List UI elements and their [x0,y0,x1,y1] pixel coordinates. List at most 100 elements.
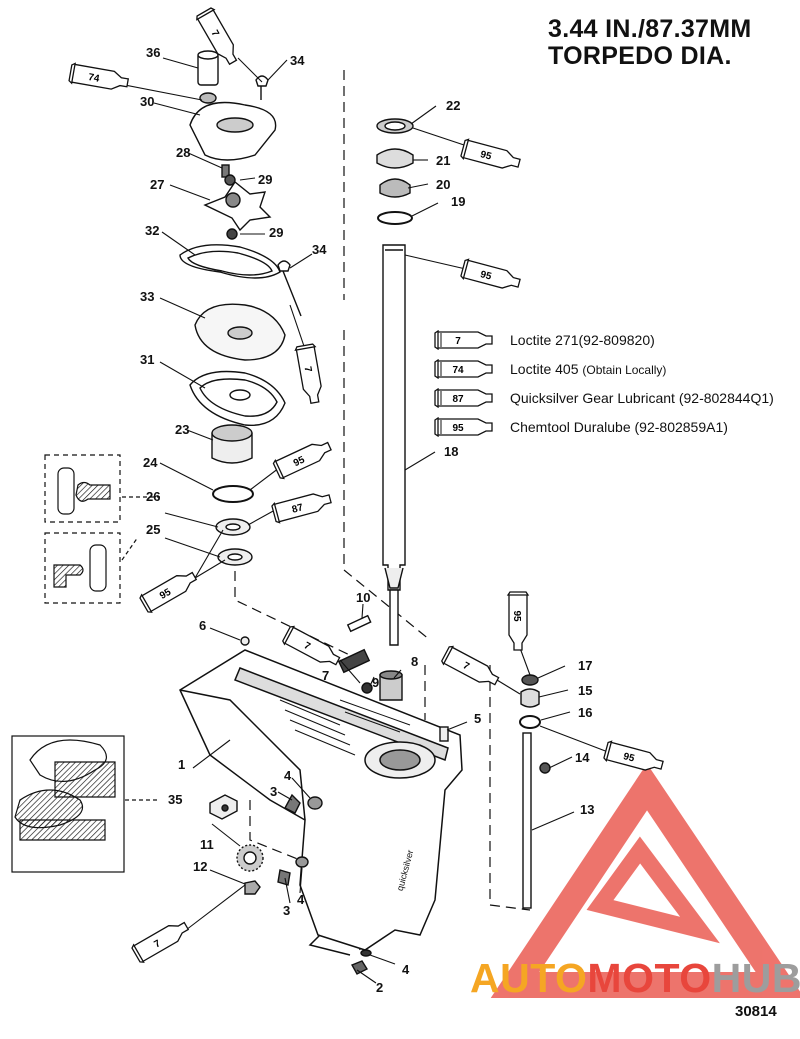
legend-code: 95 [452,423,464,434]
lubricant-tube-icon: 7 [282,625,341,666]
title-line-2: TORPEDO DIA. [548,42,732,70]
callout-29: 29 [269,225,284,240]
legend-text: Chemtool Duralube (92-802859A1) [510,418,728,435]
lubricant-tube-icon: 95 [603,740,664,771]
callout-36: 36 [146,45,161,60]
watermark-auto: AUTO [470,955,588,1001]
tube-leaders [124,57,609,931]
callout-3: 3 [283,903,291,918]
callout-29: 29 [258,172,273,187]
callout-4: 4 [402,962,410,977]
tube-code-label: 95 [622,751,636,765]
watermark-logo-triangle [490,763,800,998]
legend-item: 74 Loctite 405 (Obtain Locally) [434,354,666,383]
watermark-hub: HUB [711,955,800,1001]
legend-code: 74 [452,365,464,376]
callout-27: 27 [150,177,165,192]
tube-code-label: 95 [479,149,493,163]
callout-13: 13 [580,802,595,817]
lubricant-tube-icon: 87 [271,493,332,524]
callout-6: 6 [199,618,207,633]
inset-box-26 [44,454,160,523]
callout-18: 18 [444,444,459,459]
callout-15: 15 [578,683,593,698]
inset-box-25 [44,532,139,604]
shift-shaft-13 [522,732,532,909]
callout-28: 28 [176,145,191,160]
tube-icon: 87 [434,387,493,408]
lubricant-tube-icon: 95 [139,571,198,613]
driveshaft-assembly [240,118,449,742]
figure-number: 30814 [735,1003,777,1020]
legend-item: 87 Quicksilver Gear Lubricant (92-802844… [434,383,774,412]
callout-1: 1 [178,757,186,772]
tube-code-label: 95 [479,269,493,283]
tube-code-label: 7 [461,660,471,673]
tube-code-label: 7 [152,938,163,951]
callout-12: 12 [193,859,208,874]
callout-34: 34 [290,53,305,68]
callout-11: 11 [200,837,214,852]
callout-19: 19 [451,194,466,209]
callout-32: 32 [145,223,160,238]
callout-30: 30 [140,94,155,109]
lubricant-tube-icon: 7 [131,921,190,963]
callout-26: 26 [146,489,161,504]
callout-3: 3 [270,784,278,799]
legend-item: 95 Chemtool Duralube (92-802859A1) [434,412,728,441]
lubricant-tube-icon: 7 [441,645,500,686]
legend-text: Quicksilver Gear Lubricant (92-802844Q1) [510,389,774,406]
callout-23: 23 [175,422,190,437]
tube-code-label: 87 [291,502,305,516]
callout-9: 9 [372,675,380,690]
callout-2: 2 [376,980,384,995]
lubricant-tube-icon: 95 [272,441,332,480]
tube-code-label: 95 [158,587,174,602]
callout-7: 7 [322,668,330,683]
legend-code: 87 [452,394,464,405]
callout-34: 34 [312,242,327,257]
callout-4: 4 [297,892,305,907]
tube-code-label: 7 [209,28,222,39]
tube-icon: 74 [434,358,493,379]
automotohub-watermark: AUTOMOTOHUB [470,955,800,1002]
legend-code: 7 [455,336,461,347]
tube-icon: 95 [434,416,493,437]
callout-25: 25 [146,522,161,537]
tube-code-label: 95 [292,454,307,469]
tube-code-label: 7 [302,640,312,653]
shift-shaft-assembly [519,674,551,909]
tube-code-label: 95 [511,610,522,622]
callout-20: 20 [436,177,451,192]
lubricant-tube-icon: 95 [506,591,530,651]
legend-name: Loctite 405 [510,360,583,377]
callout-31: 31 [140,352,155,367]
lubricant-tube-icon: 95 [460,138,521,169]
callout-16: 16 [578,705,593,720]
lubricant-tube-icon: 7 [196,7,238,66]
legend-note: (Obtain Locally) [582,362,667,377]
callout-14: 14 [575,750,590,765]
lubricant-tube-icon: 7 [294,343,322,405]
callout-5: 5 [474,711,482,726]
callout-8: 8 [411,654,419,669]
title-line-1: 3.44 IN./87.37MM [548,15,752,43]
callout-21: 21 [436,153,451,168]
tube-code-label: 74 [87,72,100,85]
legend-item: 7 Loctite 271(92-809820) [434,325,655,354]
driveshaft-18 [382,244,406,591]
torpedo-diameter-title: 3.44 IN./87.37MM TORPEDO DIA. [548,16,752,70]
callout-33: 33 [140,289,155,304]
callout-35: 35 [168,792,183,807]
lubricant-tube-icon: 74 [68,62,130,90]
lubricant-legend: 7 Loctite 271(92-809820) 74 Loctite 405 … [434,325,774,441]
legend-text: Loctite 271(92-809820) [510,331,655,348]
legend-text: Loctite 405 (Obtain Locally) [510,361,666,377]
inset-box-35 [11,735,160,873]
tube-icon: 7 [434,329,493,350]
lower-small-parts [209,793,372,975]
watermark-moto: MOTO [587,955,712,1001]
callout-22: 22 [446,98,461,113]
